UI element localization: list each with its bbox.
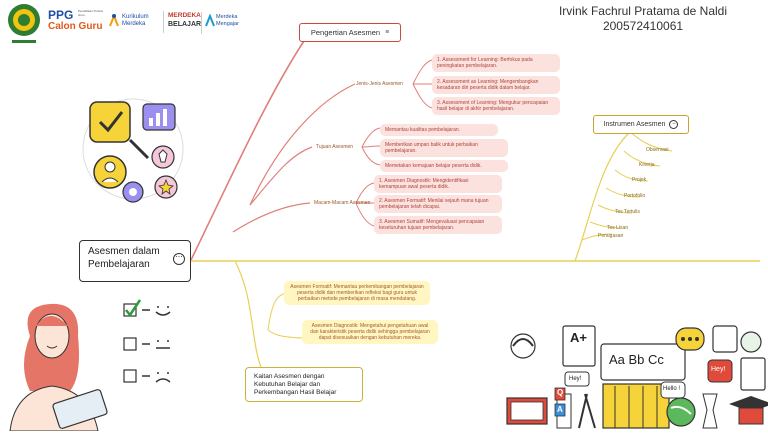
a-plus-label: A+: [570, 330, 587, 345]
kurikulum-logo-bottom: Merdeka: [122, 21, 146, 27]
author-id: 200572410061: [602, 19, 684, 33]
tujuan-item-1[interactable]: Memantau kualitas pembelajaran.: [380, 124, 498, 136]
mengajar-logo-top: Merdeka: [216, 14, 238, 20]
macam-item-2[interactable]: 2. Asesmen Formatif: Menilai sejauh mana…: [374, 195, 502, 213]
instrumen-label: Instrumen Asesmen: [603, 121, 666, 128]
mood-checklist: [120, 298, 190, 388]
jenis-item-3[interactable]: 3. Assessment of Learning: Mengukur penc…: [432, 97, 560, 115]
kaitan-label: Kaitan Asesmen dengan Kebutuhan Belajar …: [254, 373, 337, 396]
kurikulum-merdeka-logo: Kurikulum Merdeka: [108, 12, 160, 34]
instrumen-item[interactable]: Observasi: [646, 147, 669, 153]
macam-item-1[interactable]: 1. Asesmen Diagnostik: Mengidentifikasi …: [374, 175, 502, 193]
tujuan-node[interactable]: Tujuan Asesmen: [316, 144, 354, 150]
ppg-logo-sub: Pendidikan Profesi Guru: [78, 9, 104, 17]
kaitan-item-1[interactable]: Asesmen Formatif: Memantau perkembangan …: [284, 281, 430, 305]
abc-label: Aa Bb Cc: [609, 352, 664, 367]
kaitan-node[interactable]: Kaitan Asesmen dengan Kebutuhan Belajar …: [245, 367, 363, 402]
tujuan-item-3[interactable]: Memetakan kemajuan belajar peserta didik…: [380, 160, 508, 172]
main-topic-label: Asesmen dalam Pembelajaran: [88, 246, 160, 270]
merdeka-belajar-logo: MERDEKA BELAJAR: [163, 11, 201, 33]
merdeka-logo-bottom: BELAJAR: [168, 21, 202, 28]
assessment-illustration: [78, 92, 188, 207]
tujuan-item-2[interactable]: Memberikan umpan balik untuk perbaikan p…: [380, 139, 508, 157]
main-topic-node[interactable]: Asesmen dalam Pembelajaran ⋯: [79, 240, 191, 282]
woman-tablet-illustration: [0, 296, 130, 432]
ppg-logo-top: PPG: [48, 8, 74, 22]
mengajar-logo-bottom: Mengajar: [216, 21, 239, 27]
pengertian-node[interactable]: Pengertian Asesmen ≡: [299, 23, 401, 42]
instrumen-item[interactable]: Portofolio: [624, 193, 646, 199]
hey-label-1: Hey!: [569, 376, 582, 382]
instrumen-node[interactable]: Instrumen Asesmen −: [593, 115, 689, 134]
macam-node[interactable]: Macam-Macam Asesmen: [314, 200, 371, 206]
collapse-icon[interactable]: ⋯: [173, 253, 185, 265]
kurikulum-logo-top: Kurikulum: [122, 14, 149, 20]
author-name: Irvink Fachrul Pratama de Naldi: [558, 4, 728, 18]
q-label: Q: [557, 388, 564, 397]
macam-item-3[interactable]: 3. Asesmen Sumatif: Mengevaluasi pencapa…: [374, 216, 502, 234]
education-items-illustration: A+ Aa Bb Cc Hey! Hey! Hello ! Q A: [503, 324, 768, 431]
ppg-logo: PPG Pendidikan Profesi Guru Calon Guru: [48, 8, 108, 36]
merdeka-mengajar-logo: Merdeka Mengajar: [201, 12, 248, 34]
merdeka-logo-top: MERDEKA: [168, 12, 201, 19]
instrumen-item[interactable]: Projek: [632, 177, 647, 183]
instrumen-item[interactable]: Tes Lisan: [607, 225, 629, 231]
ppg-logo-calon: Calon Guru: [48, 21, 103, 32]
collapse-icon[interactable]: −: [669, 120, 679, 129]
university-logo: [4, 2, 44, 48]
jenis-item-2[interactable]: 2. Assessment as Learning: Mengembangkan…: [432, 76, 560, 94]
hey-label-2: Hey!: [711, 366, 726, 373]
pengertian-label: Pengertian Asesmen: [310, 28, 381, 37]
kaitan-item-2[interactable]: Asesmen Diagnostik: Mengetahui pengetahu…: [302, 320, 438, 344]
jenis-node[interactable]: Jenis-Jenis Asesmen: [356, 81, 403, 87]
hello-label: Hello !: [663, 386, 681, 392]
a-label: A: [557, 405, 563, 414]
jenis-item-1[interactable]: 1. Assessment for Learning: Berfokus pad…: [432, 54, 560, 72]
instrumen-item[interactable]: Penugasan: [598, 233, 624, 239]
instrumen-item[interactable]: Kinerja: [639, 162, 655, 168]
instrumen-item[interactable]: Tes Tertulis: [615, 209, 640, 215]
author-block: Irvink Fachrul Pratama de Naldi 20057241…: [528, 4, 758, 34]
notes-icon: ≡: [385, 29, 390, 36]
